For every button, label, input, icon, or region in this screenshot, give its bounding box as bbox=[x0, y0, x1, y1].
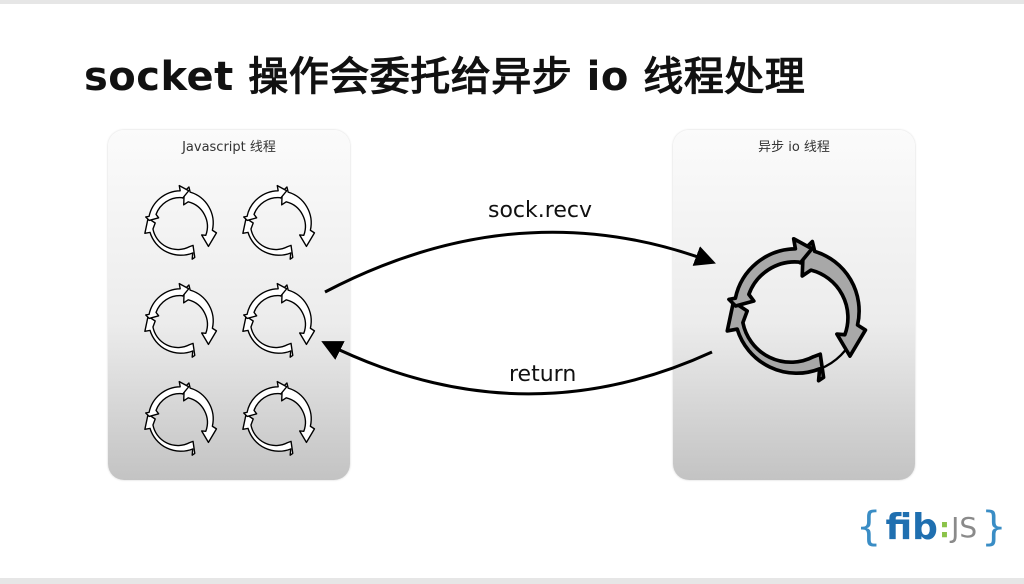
logo-close-brace: } bbox=[981, 504, 1007, 550]
logo-separator: : bbox=[938, 510, 951, 544]
javascript-thread-label: Javascript 线程 bbox=[182, 140, 276, 155]
bottom-border bbox=[0, 578, 1024, 584]
async-io-thread-label: 异步 io 线程 bbox=[758, 140, 830, 155]
logo-suffix: JS bbox=[951, 510, 978, 544]
big-cycle-icon bbox=[714, 228, 880, 394]
return-label: return bbox=[509, 362, 577, 387]
logo-open-brace: { bbox=[856, 504, 882, 550]
async-io-thread-panel: 异步 io 线程 bbox=[673, 130, 915, 480]
logo-name: fib bbox=[885, 506, 938, 548]
send-arrow bbox=[324, 230, 716, 294]
slide-title: socket 操作会委托给异步 io 线程处理 bbox=[84, 54, 806, 100]
top-border bbox=[0, 0, 1024, 4]
sock-recv-label: sock.recv bbox=[488, 198, 592, 223]
fibjs-logo: { fib : JS } bbox=[856, 500, 1007, 554]
return-arrow bbox=[321, 341, 713, 396]
